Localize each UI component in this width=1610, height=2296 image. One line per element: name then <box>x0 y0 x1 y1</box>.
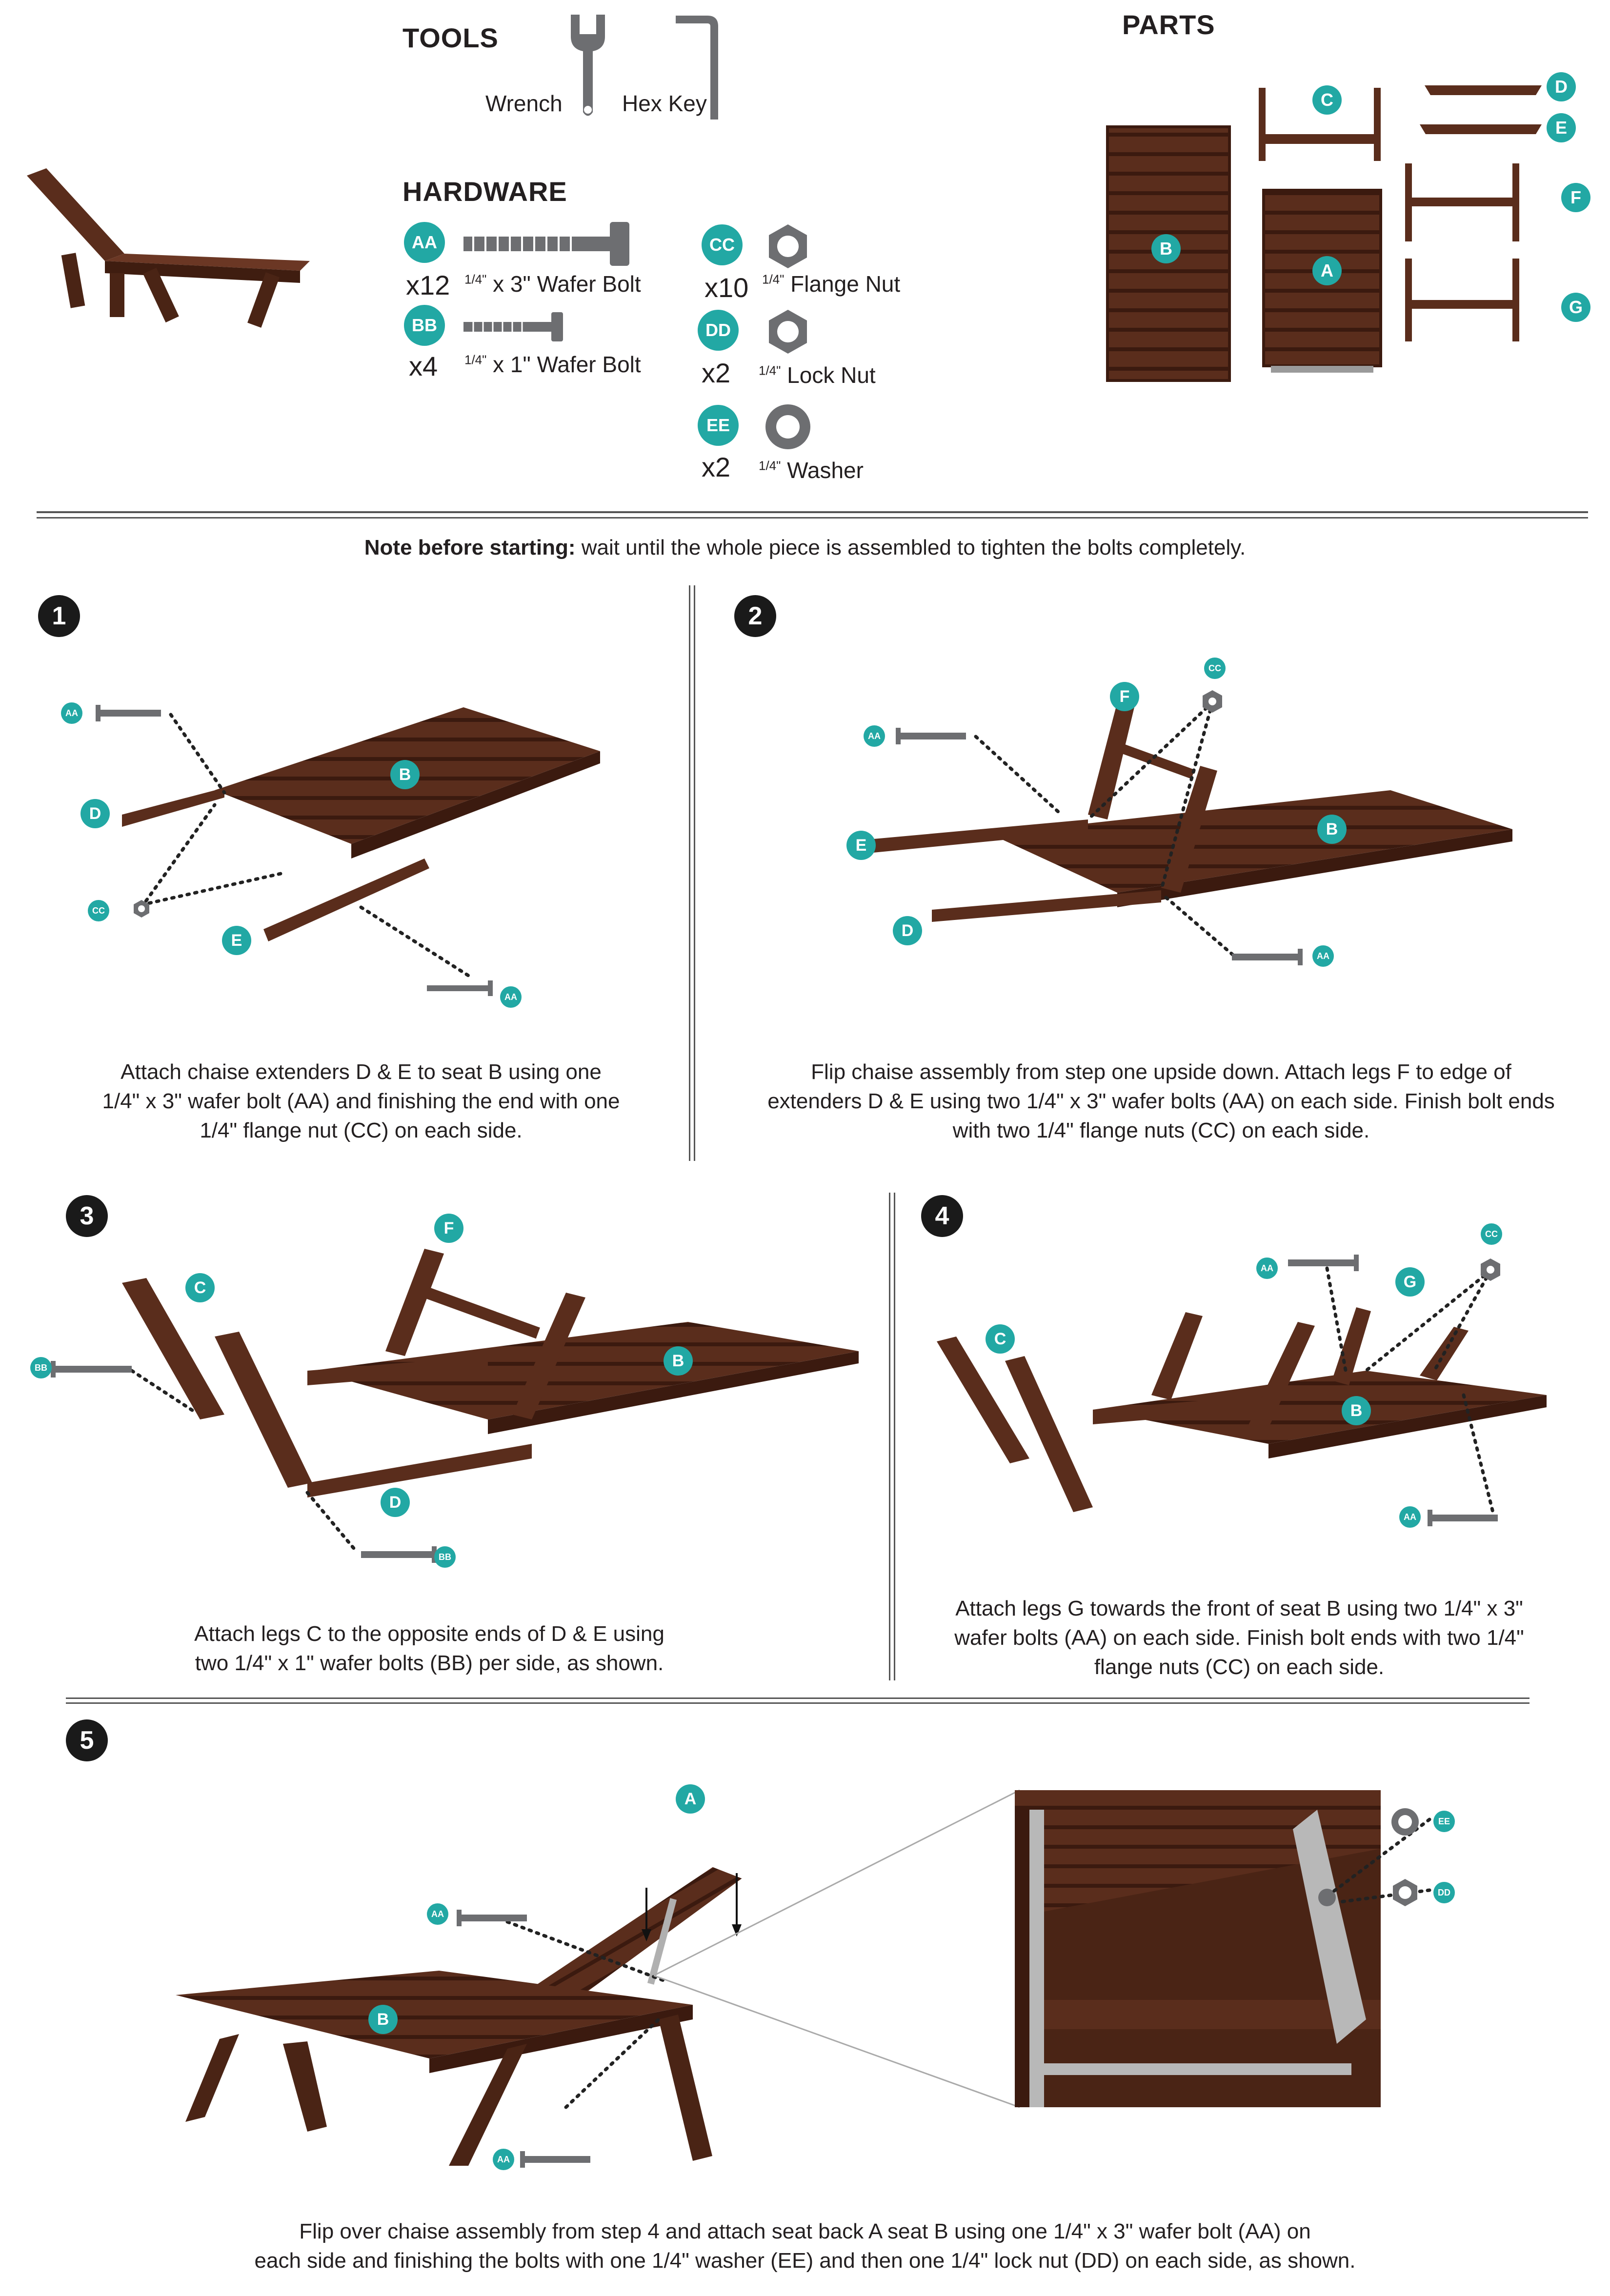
step-4-number: 4 <box>921 1195 963 1237</box>
step-1-badge-d: D <box>80 799 110 828</box>
hardware-badge-ee: EE <box>698 405 739 446</box>
step-1-instructions: Attach chaise extenders D & E to seat B … <box>102 1060 620 1142</box>
parts-heading: PARTS <box>1122 9 1215 40</box>
hardware-qty-ee: x2 <box>702 452 731 482</box>
step-4-badge-b: B <box>1342 1396 1371 1425</box>
step-3-badge-c: C <box>185 1273 215 1302</box>
step-4-illustration <box>937 1255 1547 1526</box>
part-badge-g: G <box>1561 293 1590 322</box>
flange-nut-icon <box>769 224 807 268</box>
hardware-badge-dd: DD <box>698 310 739 351</box>
step-2-badge-aa-top: AA <box>864 725 885 747</box>
step-5-illustration <box>176 1789 1020 2168</box>
hardware-badge-aa: AA <box>404 222 445 263</box>
tools-heading: TOOLS <box>402 22 499 53</box>
step-2-instructions: Flip chaise assembly from step one upsid… <box>767 1060 1555 1142</box>
step-1-badge-b: B <box>390 760 420 789</box>
part-badge-d: D <box>1547 72 1576 101</box>
step-1-badge-cc: CC <box>88 900 109 921</box>
hardware-heading: HARDWARE <box>402 176 567 207</box>
step-3-number: 3 <box>66 1195 108 1237</box>
divider-steps-1-2-b <box>694 585 695 1161</box>
hardware-desc-bb: 1/4" x 1" Wafer Bolt <box>464 352 641 377</box>
hardware-desc-dd: 1/4" Lock Nut <box>759 362 876 388</box>
step-4-instructions: Attach legs G towards the front of seat … <box>954 1597 1524 1679</box>
step-1-badge-aa-bottom: AA <box>500 986 522 1008</box>
step-3-badge-d: D <box>381 1488 410 1517</box>
washer-icon <box>765 404 810 449</box>
step-2-number: 2 <box>734 595 776 637</box>
step-3-badge-bb-left: BB <box>30 1357 52 1378</box>
step-2-badge-aa-bottom: AA <box>1312 945 1334 967</box>
header-divider-2 <box>37 517 1588 519</box>
divider-step-5 <box>66 1697 1530 1699</box>
step-4-badge-cc: CC <box>1481 1223 1502 1245</box>
step-5-lock-nut-icon <box>1393 1879 1417 1906</box>
hardware-qty-bb: x4 <box>409 351 438 381</box>
part-badge-f: F <box>1561 183 1590 212</box>
hardware-desc-aa: 1/4" x 3" Wafer Bolt <box>464 271 641 297</box>
wrench-label: Wrench <box>485 91 563 116</box>
wrench-icon <box>571 15 605 116</box>
step-5-badge-b: B <box>368 2005 398 2034</box>
hardware-desc-ee: 1/4" Washer <box>759 458 864 483</box>
step-5-badge-ee: EE <box>1433 1811 1455 1832</box>
hardware-qty-cc: x10 <box>704 272 749 303</box>
step-2-badge-cc: CC <box>1204 658 1226 679</box>
step-5-badge-aa-top: AA <box>427 1903 448 1925</box>
step-3-badge-bb-bottom: BB <box>434 1546 456 1568</box>
hex-key-label: Hex Key <box>622 91 707 116</box>
step-1-number: 1 <box>38 595 80 637</box>
step-3-badge-f: F <box>434 1214 463 1243</box>
part-badge-e: E <box>1547 113 1576 142</box>
wafer-bolt-3in-icon <box>463 222 629 266</box>
step-1-illustration <box>96 705 600 996</box>
step-3-instructions: Attach legs C to the opposite ends of D … <box>194 1622 664 1675</box>
hardware-badge-bb: BB <box>404 305 445 346</box>
part-badge-b: B <box>1151 234 1181 263</box>
step-4-badge-c: C <box>986 1324 1015 1354</box>
part-badge-a: A <box>1312 256 1342 285</box>
step-5-badge-dd: DD <box>1433 1882 1455 1903</box>
step-2-badge-f: F <box>1110 682 1139 711</box>
step-4-badge-aa-top: AA <box>1256 1258 1278 1279</box>
note-before-starting: Note before starting: wait until the who… <box>364 536 1246 559</box>
hardware-badge-cc: CC <box>702 224 743 265</box>
step-4-badge-g: G <box>1395 1267 1425 1297</box>
divider-step-5-b <box>66 1702 1530 1704</box>
divider-steps-3-4-b <box>894 1193 895 1680</box>
step-2-badge-d: D <box>893 916 922 945</box>
step-5-instructions: Flip over chaise assembly from step 4 an… <box>254 2219 1356 2273</box>
hardware-qty-dd: x2 <box>702 358 731 388</box>
step-5-badge-a: A <box>676 1784 705 1814</box>
step-5-number: 5 <box>66 1719 108 1761</box>
divider-steps-3-4 <box>889 1193 890 1680</box>
wafer-bolt-1in-icon <box>463 312 563 341</box>
step-3-illustration <box>51 1249 859 1563</box>
divider-steps-1-2 <box>689 585 690 1161</box>
step-5-washer-icon <box>1391 1808 1419 1836</box>
step-5-badge-aa-bottom: AA <box>493 2149 514 2170</box>
lock-nut-icon <box>769 310 807 354</box>
step-1-badge-e: E <box>222 926 251 955</box>
header-divider <box>37 511 1588 513</box>
step-4-badge-aa-bottom: AA <box>1399 1506 1421 1528</box>
hex-key-icon <box>676 16 718 120</box>
step-1-badge-aa-top: AA <box>61 702 82 724</box>
step-5-detail-zoom <box>1015 1790 1431 2107</box>
hardware-qty-aa: x12 <box>406 270 450 300</box>
step-2-illustration <box>873 690 1512 965</box>
step-2-badge-e: E <box>846 831 876 860</box>
step-2-badge-b: B <box>1317 815 1347 844</box>
part-badge-c: C <box>1312 85 1342 115</box>
chaise-lounge-hero-illustration <box>27 168 310 328</box>
hardware-desc-cc: 1/4" Flange Nut <box>762 271 901 297</box>
step-3-badge-b: B <box>664 1346 693 1376</box>
